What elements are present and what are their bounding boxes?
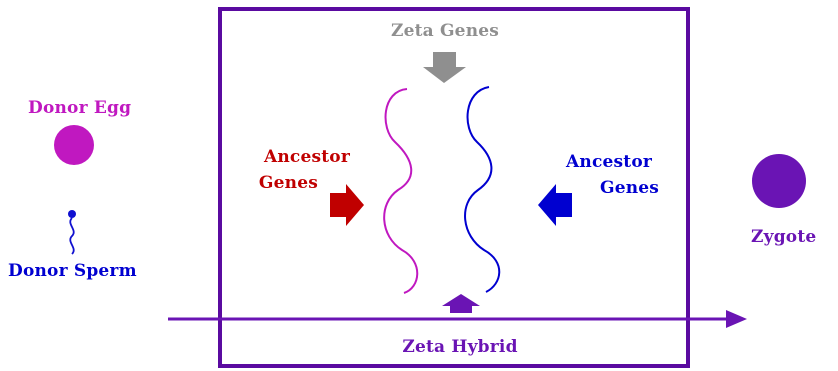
magenta-gene-strand <box>383 88 419 294</box>
zeta-hybrid-label: Zeta Hybrid <box>402 337 518 357</box>
donor-egg <box>54 125 94 165</box>
donor-sperm-head <box>68 210 76 218</box>
zeta-genes-label: Zeta Genes <box>390 21 500 41</box>
ancestor-left-arrow <box>330 184 364 226</box>
zygote-label: Zygote <box>751 227 817 247</box>
zeta-hybrid-arrow <box>442 294 480 313</box>
ancestor-right-label-line1: Ancestor <box>566 152 653 172</box>
ancestor-left-label-line2: Genes <box>258 173 318 193</box>
hybridization-frame <box>218 7 690 368</box>
process-arrowhead <box>726 310 747 328</box>
ancestor-right-label-line2: Genes <box>600 178 660 198</box>
ancestor-left-label-line1: Ancestor <box>263 147 350 167</box>
donor-sperm-label: Donor Sperm <box>8 261 137 281</box>
blue-gene-strand <box>464 86 501 293</box>
donor-sperm-tail <box>69 217 75 255</box>
zygote <box>752 154 806 208</box>
zeta-genes-arrow <box>423 52 466 83</box>
ancestor-right-arrow <box>538 184 572 226</box>
donor-egg-label: Donor Egg <box>28 98 132 118</box>
